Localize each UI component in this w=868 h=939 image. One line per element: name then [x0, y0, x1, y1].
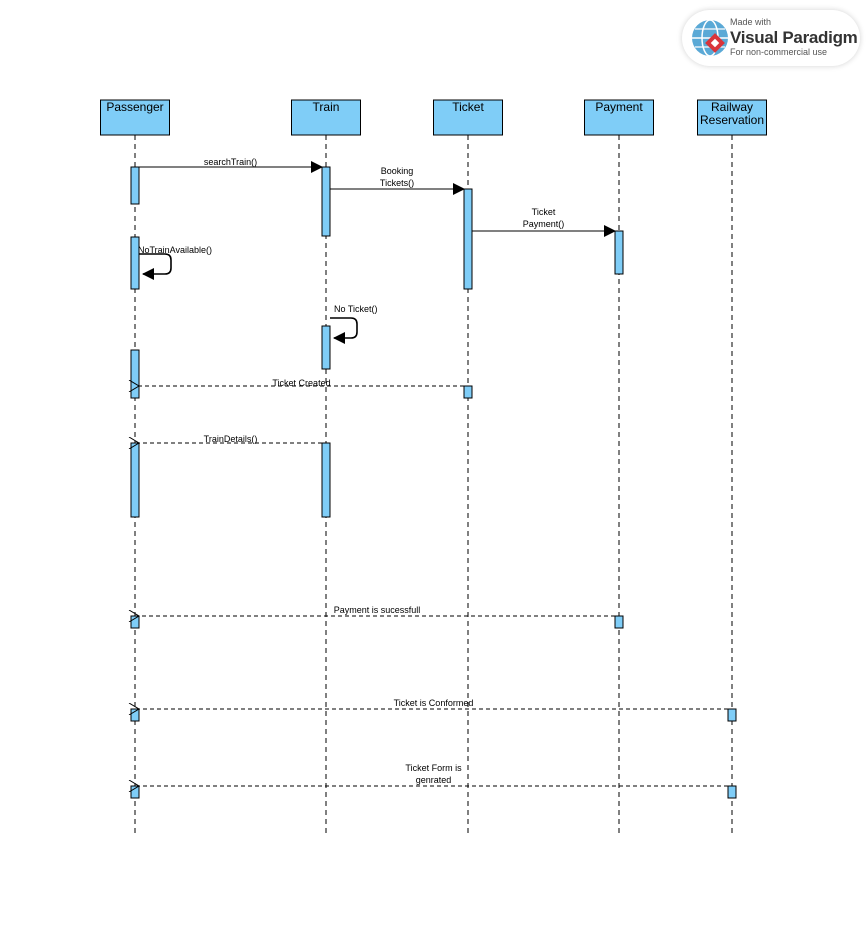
- lifeline-payment: Payment: [584, 99, 654, 836]
- visual-paradigm-badge: Made with Visual Paradigm For non-commer…: [682, 10, 860, 66]
- activation-bar-passenger: [130, 785, 140, 799]
- lifeline-passenger: Passenger: [100, 99, 170, 836]
- message-label: Tickets(): [380, 178, 414, 188]
- message-9[interactable]: Ticket is Conformed: [139, 698, 728, 709]
- message-label: Payment is sucessfull: [334, 605, 421, 615]
- message-label: searchTrain(): [204, 157, 257, 167]
- lifeline-passenger-box[interactable]: [100, 99, 170, 136]
- lifeline-train-label: Train: [313, 100, 340, 114]
- message-label: Booking: [381, 166, 414, 176]
- lifeline-train-box[interactable]: [291, 99, 361, 136]
- activation-bar-passenger: [130, 615, 140, 629]
- activation-bar-train: [321, 166, 331, 237]
- activation-bar-ticket: [463, 188, 473, 290]
- message-1[interactable]: searchTrain(): [139, 157, 323, 173]
- lifeline-railway-label: Railway: [711, 100, 753, 114]
- globe-logo-icon: [692, 19, 728, 57]
- lifeline-train: Train: [291, 99, 361, 836]
- badge-brand: Visual Paradigm: [730, 28, 858, 47]
- message-label: Ticket Created: [272, 378, 330, 388]
- message-label: genrated: [416, 775, 452, 785]
- message-label: NoTrainAvailable(): [138, 245, 212, 255]
- lifeline-passenger-label: Passenger: [106, 100, 163, 114]
- lifeline-ticket-box[interactable]: [433, 99, 503, 136]
- lifeline-railway-label: Reservation: [700, 113, 764, 127]
- badge-note: For non-commercial use: [730, 47, 828, 57]
- activation-bar-payment: [614, 230, 624, 275]
- activation-bar-train: [321, 325, 331, 370]
- message-label: Payment(): [523, 219, 565, 229]
- lifeline-ticket: Ticket: [433, 99, 503, 836]
- lifeline-railway-box[interactable]: [697, 99, 767, 136]
- message-6[interactable]: Ticket Created: [139, 378, 464, 388]
- message-10[interactable]: Ticket Form is genrated: [139, 763, 728, 786]
- activation-bar-railway: [727, 785, 737, 799]
- message-5[interactable]: No Ticket(): [330, 304, 378, 344]
- activation-bar-passenger: [130, 166, 140, 205]
- self-message-arrow: [330, 317, 358, 344]
- message-8[interactable]: Payment is sucessfull: [139, 605, 615, 616]
- message-4[interactable]: NoTrainAvailable(): [138, 245, 212, 280]
- message-label: TrainDetails(): [204, 434, 258, 444]
- message-7[interactable]: TrainDetails(): [139, 434, 322, 444]
- activation-bar-passenger: [130, 236, 140, 290]
- self-message-arrow: [139, 253, 172, 280]
- activation-bar-railway: [727, 708, 737, 722]
- lifeline-payment-box[interactable]: [584, 99, 654, 136]
- message-label: Ticket: [532, 207, 556, 217]
- activation-bar-train: [321, 442, 331, 518]
- activation-bar-payment: [614, 615, 624, 629]
- message-label: Ticket is Conformed: [394, 698, 474, 708]
- activation-bar-passenger: [130, 349, 140, 399]
- badge-made-with: Made with: [730, 17, 772, 27]
- activation-bar-passenger: [130, 708, 140, 722]
- lifeline-ticket-label: Ticket: [452, 100, 484, 114]
- message-label: Ticket Form is: [405, 763, 462, 773]
- lifeline-payment-label: Payment: [595, 100, 643, 114]
- activation-bar-ticket: [463, 385, 473, 399]
- message-label: No Ticket(): [334, 304, 378, 314]
- activation-bar-passenger: [130, 442, 140, 518]
